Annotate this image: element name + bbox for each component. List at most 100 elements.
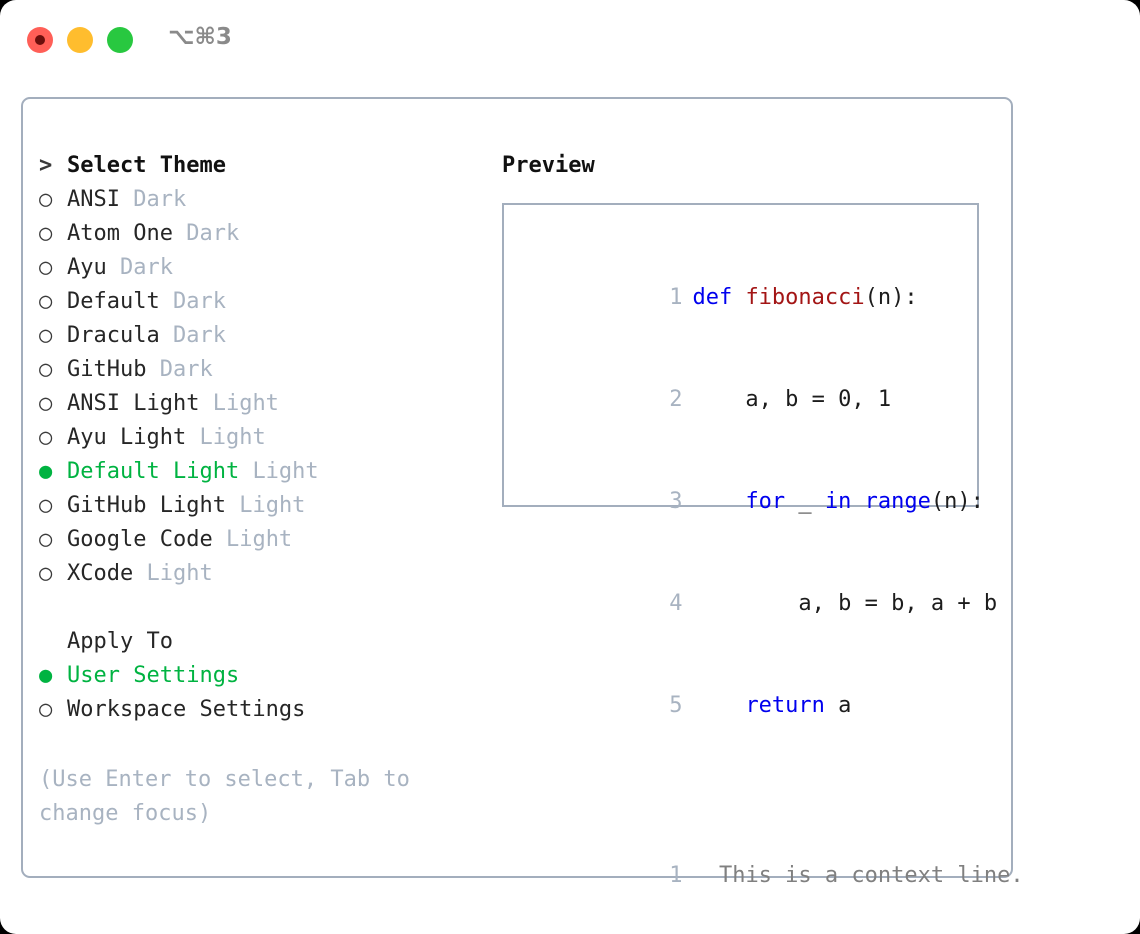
line-number: 5 bbox=[669, 693, 683, 718]
theme-item-ayu-dark[interactable]: ○ Ayu Dark bbox=[39, 251, 479, 285]
code-token: _ bbox=[785, 489, 825, 514]
theme-item-suffix: Dark bbox=[172, 289, 226, 314]
theme-item-label: GitHub bbox=[67, 357, 147, 382]
theme-item-label: GitHub Light bbox=[67, 493, 226, 518]
theme-item-xcode-light[interactable]: ○ XCode Light bbox=[39, 557, 479, 591]
maximize-window-button[interactable] bbox=[107, 27, 133, 53]
preview-blank-line bbox=[520, 757, 977, 791]
theme-item-atom-one-dark[interactable]: ○ Atom One Dark bbox=[39, 217, 479, 251]
radio-unselected-icon: ○ bbox=[39, 561, 53, 586]
apply-to-item-label: Workspace Settings bbox=[67, 697, 306, 722]
theme-picker-panel: >Select Theme ○ANSI Dark ○Atom One Dark … bbox=[21, 97, 1024, 888]
theme-item-github-dark[interactable]: ○ GitHub Dark bbox=[39, 353, 479, 387]
apply-to-header: Apply To bbox=[39, 625, 479, 659]
diff-line-deleted: 2- This line was deleted. bbox=[520, 927, 977, 934]
code-token: fibonacci bbox=[745, 285, 865, 310]
apply-to-item-user-settings[interactable]: ● User Settings bbox=[39, 659, 479, 693]
theme-item-suffix: Light bbox=[146, 561, 213, 586]
select-theme-header: > Select Theme bbox=[39, 149, 479, 183]
preview-blank-line bbox=[520, 791, 977, 825]
code-token bbox=[692, 489, 745, 514]
theme-item-label: XCode bbox=[67, 561, 134, 586]
code-token: for bbox=[745, 489, 786, 514]
code-token: in range bbox=[824, 489, 931, 514]
code-token: def bbox=[692, 285, 746, 310]
preview-title: Preview bbox=[502, 153, 595, 178]
theme-item-suffix: Dark bbox=[159, 357, 213, 382]
theme-item-label: Default bbox=[67, 289, 160, 314]
radio-unselected-icon: ○ bbox=[39, 323, 53, 348]
radio-unselected-icon: ○ bbox=[39, 527, 53, 552]
theme-item-suffix: Light bbox=[212, 391, 279, 416]
code-token: (n): bbox=[930, 489, 984, 514]
theme-item-github-light[interactable]: ○ GitHub Light Light bbox=[39, 489, 479, 523]
theme-item-label: Ayu bbox=[67, 255, 107, 280]
diff-line-context: 1 This is a context line. bbox=[520, 825, 1023, 927]
radio-selected-icon: ● bbox=[39, 459, 53, 484]
radio-unselected-icon: ○ bbox=[39, 493, 53, 518]
radio-selected-icon: ● bbox=[39, 663, 53, 688]
code-token: (n): bbox=[864, 285, 918, 310]
select-theme-header-label: Select Theme bbox=[67, 153, 226, 178]
code-line: 1 def fibonacci(n): bbox=[520, 247, 977, 349]
code-token bbox=[692, 693, 745, 718]
code-token: a, b = 0, 1 bbox=[692, 387, 892, 412]
theme-item-ayu-light[interactable]: ○ Ayu Light Light bbox=[39, 421, 479, 455]
code-token: return bbox=[745, 693, 825, 718]
title-bar: ⌥⌘3 bbox=[0, 0, 1140, 78]
theme-item-suffix: Light bbox=[239, 493, 306, 518]
code-line: 2 a, b = 0, 1 bbox=[520, 349, 977, 451]
code-line: 5 return a bbox=[520, 655, 977, 757]
line-number: 1 bbox=[669, 285, 683, 310]
apply-to-item-label: User Settings bbox=[67, 663, 240, 688]
theme-item-default-light[interactable]: ● Default Light Light bbox=[39, 455, 479, 489]
theme-item-suffix: Dark bbox=[186, 221, 240, 246]
section-spacer bbox=[39, 591, 479, 625]
line-number: 2 bbox=[669, 387, 683, 412]
theme-item-suffix: Light bbox=[225, 527, 293, 552]
keyboard-hint-text: (Use Enter to select, Tab to change focu… bbox=[39, 767, 410, 826]
minimize-window-button[interactable] bbox=[67, 27, 93, 53]
code-token: a, b = b, a + b bbox=[692, 591, 998, 616]
line-number: 1 bbox=[669, 863, 683, 888]
radio-unselected-icon: ○ bbox=[39, 357, 53, 382]
radio-unselected-icon: ○ bbox=[39, 425, 53, 450]
theme-item-suffix: Dark bbox=[172, 323, 226, 348]
theme-item-label: Default Light bbox=[67, 459, 240, 484]
theme-item-label: Atom One bbox=[67, 221, 173, 246]
theme-item-dracula-dark[interactable]: ○ Dracula Dark bbox=[39, 319, 479, 353]
diff-sign bbox=[692, 863, 705, 888]
theme-item-label: Google Code bbox=[67, 527, 213, 552]
theme-item-suffix: Light bbox=[252, 459, 319, 484]
diff-text: This is a context line. bbox=[705, 863, 1024, 888]
theme-item-suffix: Light bbox=[199, 425, 266, 450]
close-window-button[interactable] bbox=[27, 27, 53, 53]
code-line: 4 a, b = b, a + b bbox=[520, 553, 997, 655]
theme-item-ansi-light[interactable]: ○ ANSI Light Light bbox=[39, 387, 479, 421]
radio-unselected-icon: ○ bbox=[39, 391, 53, 416]
theme-item-google-code-light[interactable]: ○ Google Code Light bbox=[39, 523, 479, 557]
code-token: a bbox=[824, 693, 852, 718]
theme-item-label: Dracula bbox=[67, 323, 160, 348]
apply-to-item-workspace-settings[interactable]: ○ Workspace Settings bbox=[39, 693, 479, 727]
radio-unselected-icon: ○ bbox=[39, 255, 53, 280]
theme-item-ansi-dark[interactable]: ○ANSI Dark bbox=[39, 183, 479, 217]
radio-unselected-icon: ○ bbox=[39, 221, 53, 246]
radio-unselected-icon: ○ bbox=[39, 289, 53, 314]
theme-item-suffix: Dark bbox=[133, 187, 187, 212]
radio-unselected-icon: ○ bbox=[39, 697, 53, 722]
code-line: 3 for _ in range(n): bbox=[520, 451, 984, 553]
theme-item-suffix: Dark bbox=[120, 255, 173, 280]
caret-icon: > bbox=[39, 153, 53, 178]
theme-list-column: >Select Theme ○ANSI Dark ○Atom One Dark … bbox=[39, 149, 479, 727]
line-number: 3 bbox=[669, 489, 683, 514]
radio-unselected-icon: ○ bbox=[39, 187, 53, 212]
theme-item-label: ANSI Light bbox=[67, 391, 200, 416]
apply-to-header-label: Apply To bbox=[67, 629, 173, 654]
theme-item-default-dark[interactable]: ○ Default Dark bbox=[39, 285, 479, 319]
theme-item-label: Ayu Light bbox=[67, 425, 187, 450]
line-number: 4 bbox=[669, 591, 683, 616]
